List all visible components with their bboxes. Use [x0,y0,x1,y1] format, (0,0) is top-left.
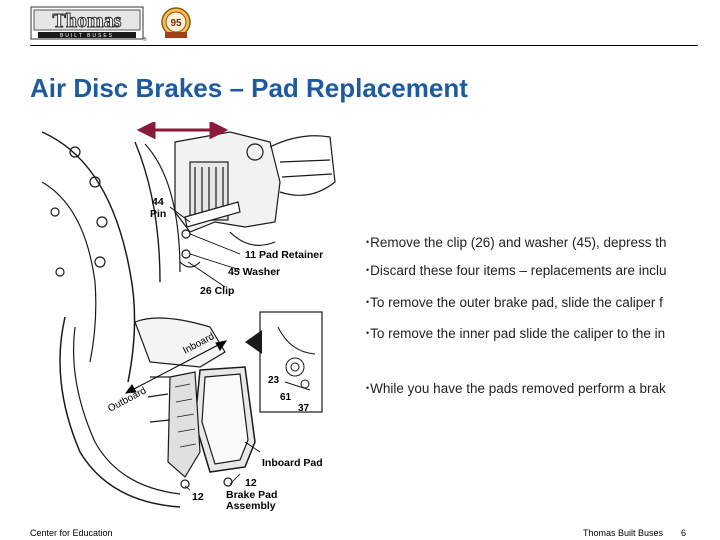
label-12-upper: 12 [245,477,257,489]
thomas-built-buses-logo: Thomas BUILT BUSES ® [30,6,147,42]
seal-text: 95 [170,18,182,29]
bullet-item: •To remove the inner pad slide the calip… [366,326,666,341]
logo-text: Thomas [53,10,122,32]
anniversary-seal: 95 [161,7,191,38]
label-clip: 26 Clip [200,285,234,297]
label-12-lower: 12 [192,491,204,503]
pad-width-arrow [136,122,229,140]
label-outboard: Outboard [106,385,148,414]
label-brake-pad: Brake Pad [226,489,277,501]
label-inboard-pad: Inboard Pad [262,457,323,469]
bullet-item: •While you have the pads removed perform… [366,381,666,396]
label-pin: Pin [150,208,166,220]
bullet-item: •Remove the clip (26) and washer (45), d… [366,235,667,250]
page-number: 6 [681,528,687,538]
header-divider [30,45,698,46]
label-assembly: Assembly [226,500,276,512]
svg-text:23: 23 [268,375,280,386]
brake-pad-diagram: 44 Pin 11 Pad Retainer 45 Washer 26 Clip… [41,122,336,512]
slide-title: Air Disc Brakes – Pad Replacement [30,73,468,103]
svg-text:61: 61 [280,392,292,403]
detail-inset: 23 61 37 [245,311,323,414]
bullet-item: •To remove the outer brake pad, slide th… [366,295,663,310]
logo-subtext: BUILT BUSES [60,33,114,39]
label-pad-retainer: 11 Pad Retainer [245,249,323,261]
label-pin-number: 44 [152,196,164,208]
bullet-list: •Remove the clip (26) and washer (45), d… [366,0,720,540]
bullet-item: •Discard these four items – replacements… [366,263,667,278]
svg-text:37: 37 [298,403,310,414]
footer-center: Thomas Built Buses [583,528,664,538]
label-washer: 45 Washer [228,266,280,278]
svg-text:®: ® [143,36,147,42]
footer-left: Center for Education [30,528,113,538]
